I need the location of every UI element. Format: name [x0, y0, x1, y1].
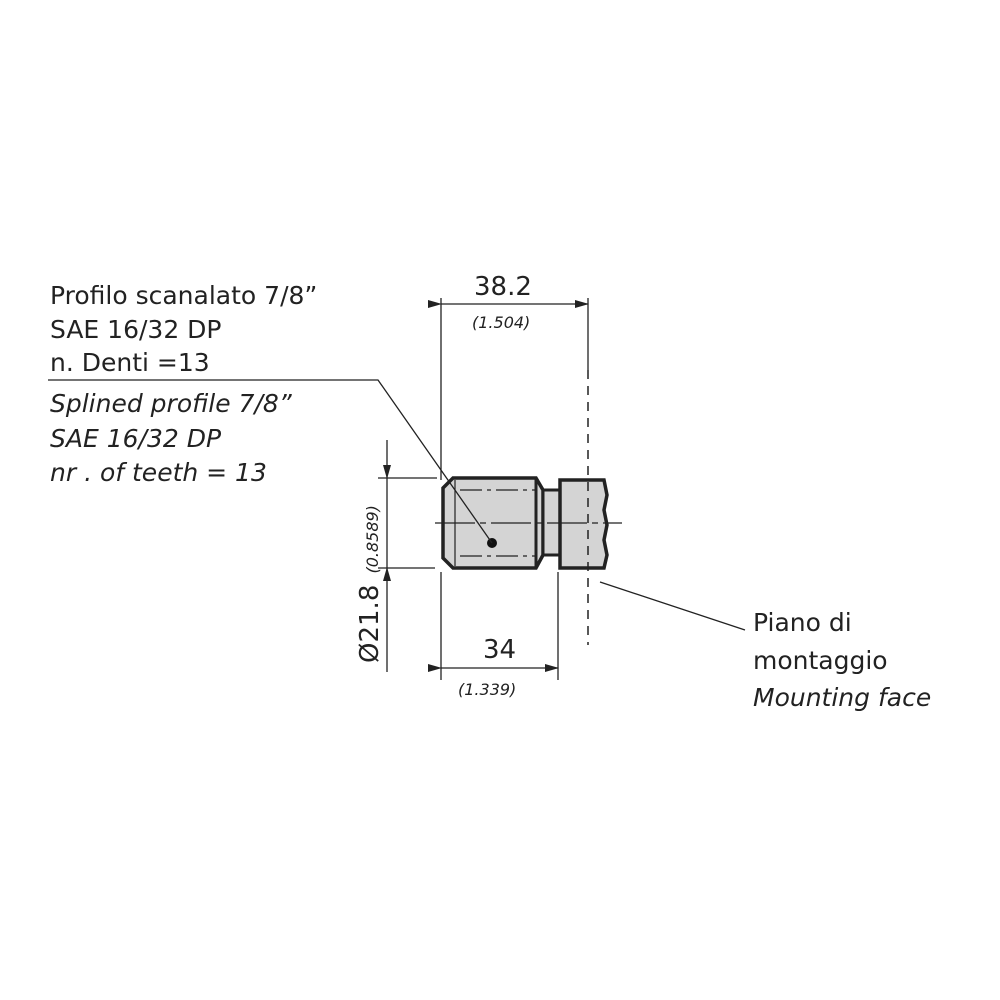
mounting-note-it-2: montaggio [753, 646, 888, 675]
dim-spline-length: 34 [483, 635, 517, 665]
spline-note-it-3: n. Denti =13 [50, 348, 210, 377]
spline-note-it-2: SAE 16/32 DP [50, 315, 222, 344]
dim-overall-length: 38.2 [474, 272, 532, 302]
dim-spline-length-in: (1.339) [458, 680, 517, 699]
mounting-leader [599, 581, 746, 631]
spline-note-en-1: Splined profile 7/8” [50, 389, 292, 418]
mounting-note-it-1: Piano di [753, 608, 852, 637]
spline-leader [48, 379, 493, 544]
spline-note-en-3: nr . of teeth = 13 [50, 458, 267, 487]
spline-note-it-1: Profilo scanalato 7/8” [50, 281, 318, 310]
spline-note-en-2: SAE 16/32 DP [50, 424, 222, 453]
mounting-note-en: Mounting face [753, 683, 932, 712]
dim-overall-length-in: (1.504) [472, 313, 531, 332]
shoulder [558, 478, 609, 570]
dim-diameter-in: (0.8589) [363, 505, 382, 574]
dim-diameter-group: Ø21.8 (0.8589) [355, 505, 385, 663]
dim-diameter: Ø21.8 [355, 584, 385, 663]
